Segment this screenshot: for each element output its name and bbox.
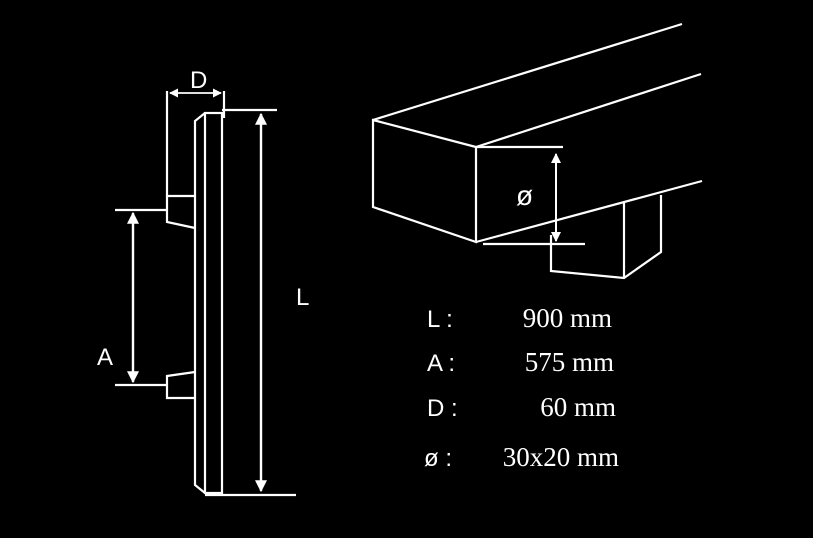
dimension-l: L <box>205 108 309 497</box>
spec-label: D : <box>427 395 458 422</box>
spec-label: L : <box>427 306 453 333</box>
spec-row: L : 900 mm <box>427 303 612 333</box>
handle-bar-side <box>193 111 224 495</box>
handle-bar-iso <box>371 22 703 244</box>
spec-value: 30x20 mm <box>503 442 619 472</box>
top-mount-bracket <box>165 194 196 230</box>
spec-value: 575 mm <box>525 347 614 377</box>
spec-value: 900 mm <box>523 303 612 333</box>
spec-label: ø : <box>424 445 452 472</box>
dimension-phi-label: ø <box>516 180 533 211</box>
dimension-d: D <box>165 67 226 196</box>
spec-row: ø : 30x20 mm <box>424 442 619 472</box>
spec-row: A : 575 mm <box>427 347 614 377</box>
dimension-a: A <box>97 208 167 387</box>
dimension-d-label: D <box>190 67 207 94</box>
dimension-a-label: A <box>97 344 113 371</box>
dimension-l-label: L <box>296 284 309 311</box>
spec-label: A : <box>427 350 455 377</box>
spec-table: L : 900 mm A : 575 mm D : 60 mm ø : 30x2… <box>424 303 619 472</box>
dimension-phi: ø <box>476 145 585 246</box>
spec-value: 60 mm <box>540 392 616 422</box>
side-view: D L A <box>97 67 309 497</box>
mount-bracket-iso <box>549 195 663 280</box>
iso-view: ø <box>371 22 703 280</box>
bottom-mount-bracket <box>165 370 196 400</box>
spec-row: D : 60 mm <box>427 392 616 422</box>
